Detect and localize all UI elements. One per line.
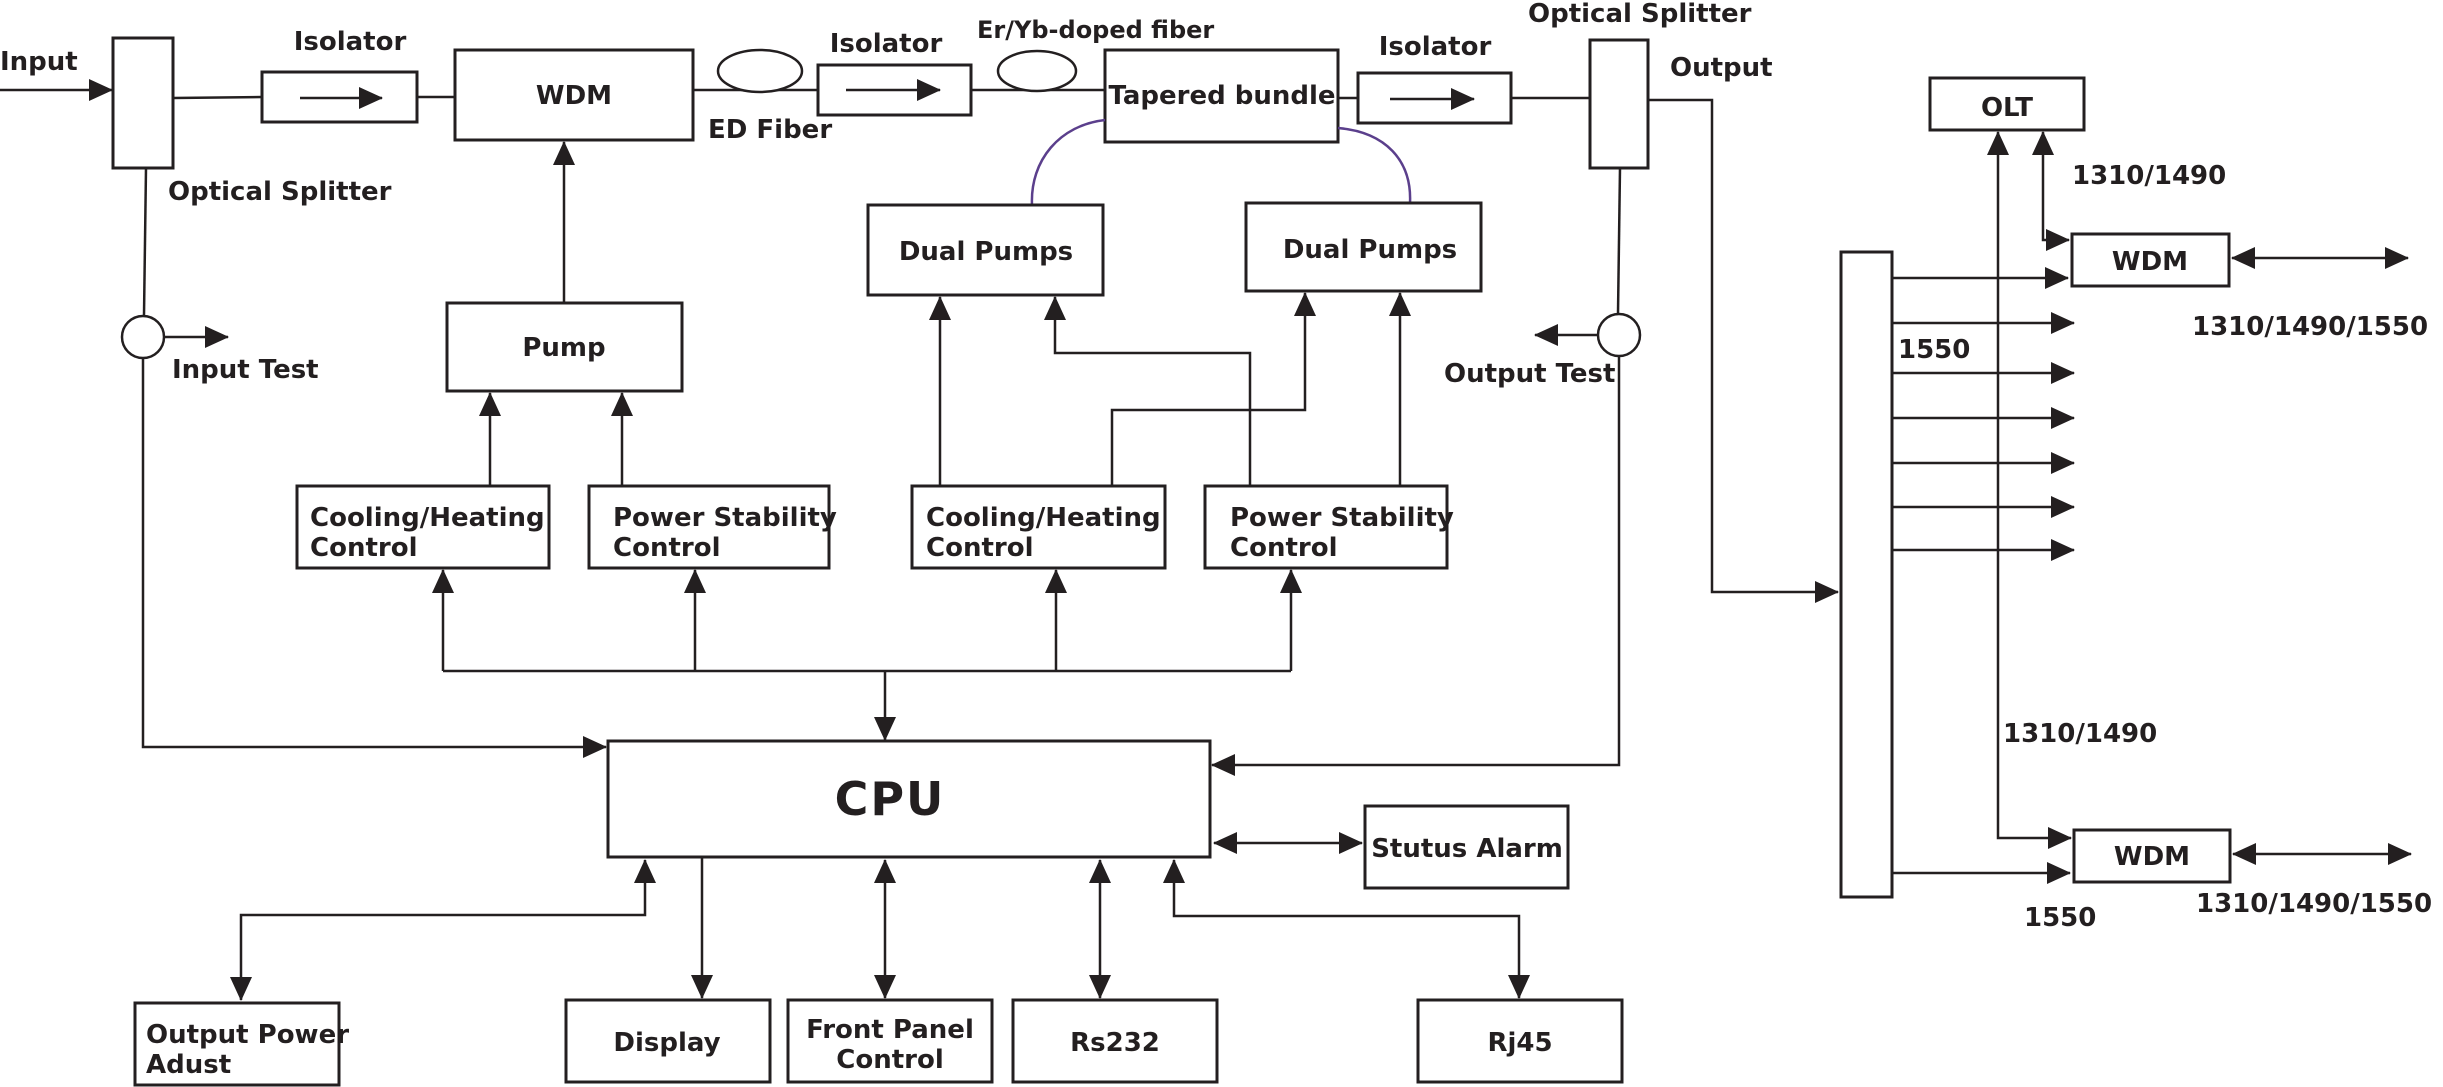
- link-splitter-isolator1: [172, 95, 263, 100]
- isolator-3-label: Isolator: [1379, 32, 1492, 62]
- isolator-2-label: Isolator: [830, 29, 943, 59]
- er-yb-fiber-coil: [996, 49, 1078, 93]
- tapered-bundle: [1103, 48, 1340, 144]
- cooling-heating-control-1: [295, 484, 551, 570]
- label-1550-bottom: 1550: [2024, 903, 2096, 933]
- wdm-top-box: [2070, 232, 2231, 288]
- output-test-coupler: [1596, 312, 1642, 358]
- chc2-line1: Cooling/Heating: [926, 503, 1161, 533]
- control-bus: [432, 569, 1302, 741]
- optical-splitter-output-label: Optical Splitter: [1528, 0, 1752, 29]
- isolator-2: [816, 63, 973, 117]
- label-1550-top: 1550: [1898, 335, 1970, 365]
- isolator-1-label: Isolator: [294, 27, 407, 57]
- psc1-line2: Control: [613, 533, 720, 563]
- output-tap-line: [1616, 167, 1622, 314]
- dual-pump-section: Dual Pumps Dual Pumps Cooling/Heating Co…: [866, 201, 1483, 570]
- psc2-to-dual-pumps-1: [1044, 296, 1252, 486]
- label-1310-1490-1550-bottom: 1310/1490/1550: [2196, 889, 2432, 919]
- status-alarm-label: Stutus Alarm: [1371, 834, 1563, 864]
- chc1-line1: Cooling/Heating: [310, 503, 545, 533]
- wdm-bottom-olt-link: [1987, 131, 2072, 849]
- dual-pumps-2: [1244, 201, 1483, 293]
- optical-splitter-output: [1588, 38, 1650, 170]
- output-test-to-cpu: [1211, 356, 1621, 776]
- optical-splitter-input: [111, 36, 175, 170]
- front-panel-line2: Control: [836, 1045, 943, 1075]
- output-to-splitter-bar: [1648, 98, 1839, 603]
- olt-label: OLT: [1981, 93, 2033, 123]
- rj45-label: Rj45: [1487, 1028, 1552, 1058]
- wdm-top-olt-link: [2032, 131, 2070, 251]
- power-stability-control-1: [587, 484, 831, 570]
- chc2-to-dual-pumps-2: [1110, 292, 1316, 486]
- input-test-coupler: [120, 314, 166, 360]
- output-power-line2: Adust: [146, 1050, 231, 1080]
- psc2-line1: Power Stability: [1230, 503, 1454, 533]
- front-panel-line1: Front Panel: [806, 1015, 974, 1045]
- psc1-line1: Power Stability: [613, 503, 837, 533]
- wdm-main-label: WDM: [536, 81, 612, 111]
- output-power-line1: Output Power: [146, 1020, 349, 1050]
- rs232-box: [1011, 998, 1219, 1084]
- pump-section: Pump Cooling/Heating Control Power Stabi…: [295, 141, 837, 570]
- display-label: Display: [613, 1028, 720, 1058]
- cpu-rj45-link: [1163, 859, 1530, 999]
- psc2-line2: Control: [1230, 533, 1337, 563]
- dual-pumps-1-label: Dual Pumps: [899, 237, 1073, 267]
- cooling-heating-control-2: [910, 484, 1167, 570]
- output-label: Output: [1670, 53, 1773, 83]
- front-panel-control-box: [786, 998, 994, 1084]
- chc2-line2: Control: [926, 533, 1033, 563]
- optical-splitter-input-label: Optical Splitter: [168, 177, 392, 207]
- power-stability-control-2: [1203, 484, 1449, 570]
- display-box: [564, 998, 772, 1084]
- wdm-bottom-box: [2072, 828, 2232, 884]
- input-tap-line: [142, 167, 148, 316]
- input-test: Input Test: [120, 167, 607, 758]
- chc1-line2: Control: [310, 533, 417, 563]
- input-test-label: Input Test: [172, 355, 319, 385]
- distribution-section: 1550 1550 OLT WDM 1310/1490 1310/1490/15…: [1648, 76, 2432, 933]
- label-1310-1490-bottom: 1310/1490: [2003, 719, 2157, 749]
- optical-chain: Input Optical Splitter Isolator WDM ED F…: [0, 0, 1773, 207]
- output-power-adjust-box: [133, 1001, 341, 1087]
- cpu-label: CPU: [835, 772, 946, 826]
- pump-coupling-left: [1030, 118, 1106, 206]
- pump-box: [445, 301, 684, 393]
- wdm-bottom-label: WDM: [2114, 842, 2190, 872]
- label-1310-1490-1550-top: 1310/1490/1550: [2192, 312, 2428, 342]
- cpu-output-power-link: [230, 859, 656, 1001]
- wdm-top-label: WDM: [2112, 247, 2188, 277]
- input-test-to-cpu: [141, 358, 607, 758]
- ed-fiber-coil: [716, 48, 804, 94]
- cpu-peripherals: Output Power Adust Display Front Panel C…: [133, 858, 1624, 1087]
- rs232-label: Rs232: [1070, 1028, 1160, 1058]
- er-yb-fiber-label: Er/Yb-doped fiber: [977, 16, 1214, 44]
- tapered-bundle-label: Tapered bundle: [1108, 81, 1335, 111]
- olt-box: [1928, 76, 2086, 132]
- pump-label: Pump: [522, 333, 605, 363]
- wdm-main: [453, 48, 695, 142]
- distribution-splitter-bar: [1839, 250, 1894, 899]
- cpu-box: [606, 739, 1212, 859]
- pump-coupling-right: [1337, 126, 1412, 204]
- label-1310-1490-top: 1310/1490: [2072, 161, 2226, 191]
- ed-fiber-label: ED Fiber: [708, 115, 832, 145]
- dual-pumps-1: [866, 203, 1105, 297]
- input-label: Input: [0, 47, 78, 77]
- dual-pumps-2-label: Dual Pumps: [1283, 235, 1457, 265]
- rj45-box: [1416, 998, 1624, 1084]
- output-test: Output Test: [1211, 167, 1642, 776]
- output-test-label: Output Test: [1444, 359, 1615, 389]
